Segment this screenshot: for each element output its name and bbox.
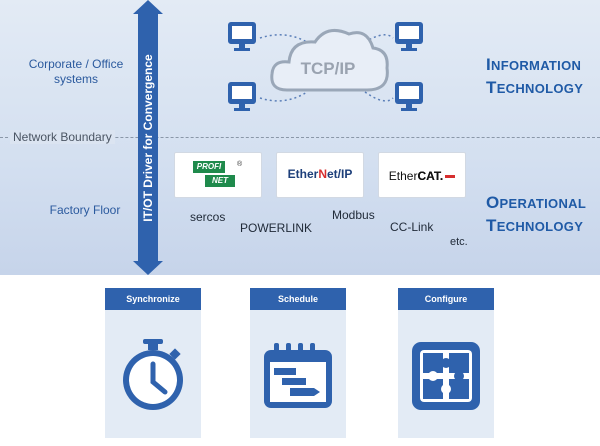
protocol-powerlink: POWERLINK	[240, 221, 313, 235]
synchronize-card: Synchronize	[105, 288, 201, 438]
cloud-label: TCP/IP	[301, 59, 356, 78]
corporate-label: Corporate / Office systems	[20, 57, 132, 87]
monitor-icon-bottom-right	[395, 82, 423, 111]
factory-floor-label: Factory Floor	[49, 203, 121, 217]
profinet-logo: PROFI NET ®	[174, 152, 262, 198]
schedule-card: Schedule	[250, 288, 346, 438]
protocol-sercos: sercos	[190, 210, 226, 224]
monitor-icon-top-right	[395, 22, 423, 51]
monitor-icon-bottom-left	[228, 82, 256, 111]
network-boundary-label: Network Boundary	[10, 130, 115, 144]
network-boundary-line	[0, 137, 600, 138]
corporate-label-text: Corporate / Office systems	[28, 57, 124, 86]
ethercat-logo: EtherCAT.	[378, 152, 466, 198]
information-technology-label: INFORMATION TECHNOLOGY	[486, 55, 584, 97]
cloud-icon	[270, 28, 389, 92]
convergence-arrow-label: IT/OT Driver for Convergence	[141, 54, 155, 222]
protocol-cc-link: CC-Link	[390, 220, 434, 234]
calendar-schedule-icon	[264, 343, 332, 408]
operational-technology-label: OPERATIONAL TECHNOLOGY	[486, 193, 587, 235]
tcpip-network-diagram: TCP/IP	[228, 22, 423, 111]
monitor-icon-top-left	[228, 22, 256, 51]
puzzle-icon	[412, 342, 480, 410]
ethernet-ip-logo: EtherNet/IP	[276, 152, 364, 198]
protocol-etc: etc.	[450, 236, 468, 248]
stopwatch-icon	[123, 339, 183, 410]
configure-card-title: Configure	[398, 288, 494, 310]
convergence-arrow	[133, 0, 163, 275]
configure-card: Configure	[398, 288, 494, 438]
schedule-card-title: Schedule	[250, 288, 346, 310]
synchronize-card-title: Synchronize	[105, 288, 201, 310]
protocol-modbus: Modbus	[332, 208, 375, 222]
